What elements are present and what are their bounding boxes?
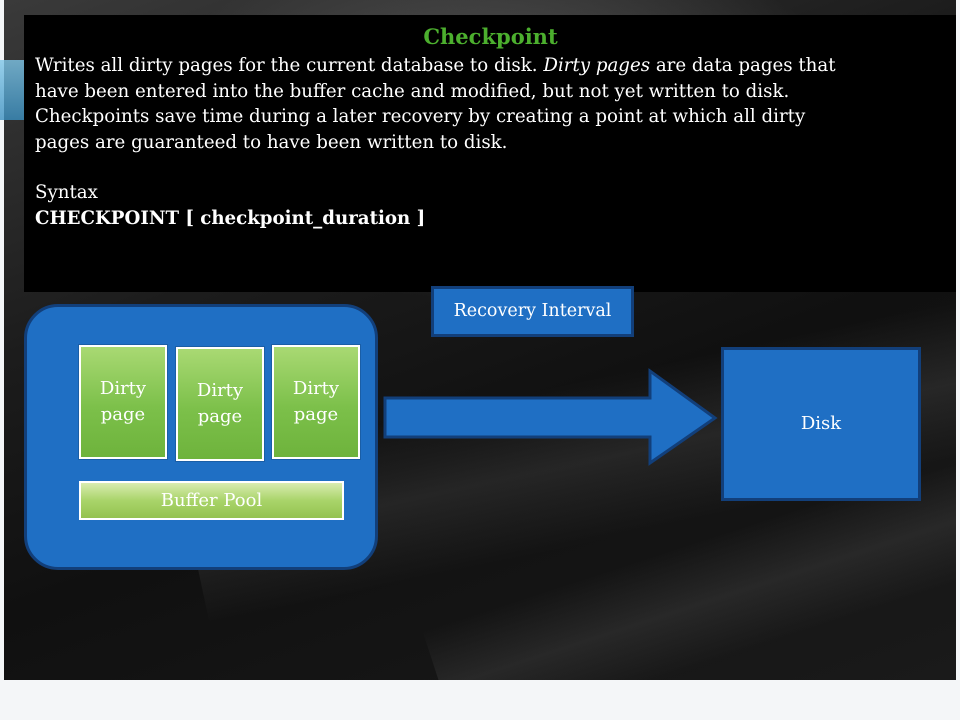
dirty-page-2: Dirty page — [176, 347, 264, 461]
description-panel: Checkpoint Writes all dirty pages for th… — [24, 15, 956, 292]
dirty-page-1: Dirty page — [79, 345, 167, 459]
description-text: are data pages that — [650, 55, 836, 76]
buffer-pool-label: Buffer Pool — [79, 481, 344, 520]
description-line: pages are guaranteed to have been writte… — [35, 131, 508, 153]
description-text: Writes all dirty pages for the current d… — [35, 55, 544, 76]
disk-box: Disk — [721, 347, 921, 501]
flush-arrow-icon — [383, 368, 718, 466]
spacer — [35, 155, 940, 180]
dirty-page-3: Dirty page — [272, 345, 360, 459]
description-emphasis: Dirty pages — [543, 55, 651, 76]
description-line: Checkpoints save time during a later rec… — [35, 106, 806, 127]
panel-title: Checkpoint — [423, 24, 558, 49]
description-line: Writes all dirty pages for the current d… — [35, 53, 940, 79]
panel-body: Writes all dirty pages for the current d… — [35, 53, 940, 231]
recovery-interval-box: Recovery Interval — [431, 286, 634, 337]
syntax-code: CHECKPOINT [ checkpoint_duration ] — [35, 207, 426, 229]
description-line: have been entered into the buffer cache … — [35, 80, 790, 102]
syntax-label: Syntax — [35, 182, 98, 203]
